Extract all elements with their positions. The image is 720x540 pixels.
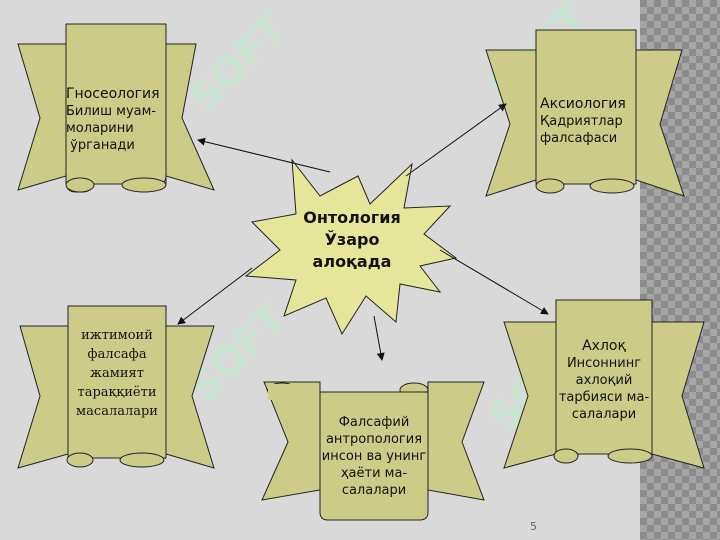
scroll-text-anthropology: Фалсафий антропология инсон ва унинг ҳаё… — [318, 414, 430, 499]
ethics-line: салалари — [571, 407, 637, 422]
axiology-line: фалсафаси — [540, 131, 618, 146]
gnoseology-line: ўрганади — [66, 138, 135, 153]
arrow-to-gnoseology — [197, 137, 331, 173]
scroll-text-gnoseology: Гносеология Билиш муам- моларини ўрганад… — [66, 86, 176, 154]
scroll-top-left — [17, 23, 215, 193]
social-line: ижтимоий — [81, 328, 153, 343]
ethics-line: тарбияси ма- — [558, 390, 650, 405]
gnoseology-title: Гносеология — [66, 86, 160, 102]
ethics-line: ахлоқий — [575, 373, 633, 388]
scroll-bottom-left — [17, 305, 215, 469]
axiology-line: Қадриятлар — [540, 114, 623, 129]
center-star — [244, 158, 458, 336]
scroll-bottom-mid — [261, 381, 485, 521]
social-line: тараққиёти — [77, 385, 157, 400]
center-line-2: Ўзаро — [324, 230, 380, 249]
ethics-line: Инсоннинг — [566, 356, 642, 371]
center-line-3: алоқада — [312, 252, 392, 271]
gnoseology-line: Билиш муам- — [66, 104, 157, 119]
anthropology-line: антропология — [325, 432, 423, 447]
arrow-to-ethics — [439, 249, 549, 315]
gnoseology-line: моларини — [66, 121, 134, 136]
anthropology-line: Фалсафий — [338, 415, 410, 430]
axiology-title: Аксиология — [540, 96, 626, 112]
scroll-text-ethics: Ахлоқ Инсоннинг ахлоқий тарбияси ма- сал… — [552, 338, 656, 423]
scroll-bottom-right — [503, 299, 705, 469]
scroll-top-right — [485, 29, 685, 197]
arrow-to-anthropology — [373, 315, 385, 361]
arrow-to-social — [177, 267, 253, 325]
social-line: фалсафа — [87, 347, 147, 362]
anthropology-line: ҳаёти ма- — [340, 466, 408, 481]
ethics-title: Ахлоқ — [582, 338, 626, 354]
scroll-text-social: ижтимоий фалсафа жамият тараққиёти масал… — [68, 326, 166, 421]
arrow-to-axiology — [405, 103, 507, 177]
anthropology-line: инсон ва унинг — [321, 449, 427, 464]
social-line: масалалари — [76, 404, 158, 419]
center-title: Онтология Ўзаро алоқада — [272, 207, 432, 273]
anthropology-line: салалари — [341, 483, 407, 498]
page-number: 5 — [530, 520, 537, 533]
scroll-text-axiology: Аксиология Қадриятлар фалсафаси — [540, 96, 640, 147]
social-line: жамият — [90, 366, 144, 381]
center-line-1: Онтология — [303, 208, 401, 227]
